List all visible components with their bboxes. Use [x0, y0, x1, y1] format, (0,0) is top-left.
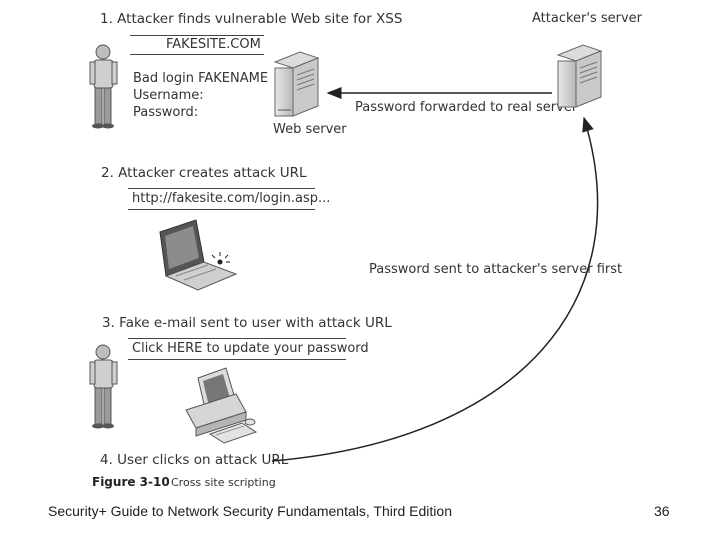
- login-line-3: Password:: [133, 105, 199, 120]
- web-server-label: Web server: [273, 122, 347, 137]
- web-server-icon: [273, 51, 320, 117]
- figure-number: Figure 3-10: [92, 475, 170, 489]
- figure-title: Cross site scripting: [171, 476, 276, 489]
- forwarded-label: Password forwarded to real server: [355, 100, 578, 115]
- user-person-icon: [89, 344, 118, 429]
- step-3-text: 3. Fake e-mail sent to user with attack …: [102, 315, 392, 331]
- sent-first-arrow: [271, 116, 599, 462]
- attackers-server-icon: [556, 44, 603, 108]
- fakesite-box: FAKESITE.COM: [130, 35, 264, 55]
- sent-first-label: Password sent to attacker's server first: [369, 262, 623, 277]
- step-1-text: 1. Attacker finds vulnerable Web site fo…: [100, 11, 403, 27]
- login-line-2: Username:: [133, 88, 204, 103]
- login-line-1: Bad login FAKENAME: [133, 71, 269, 86]
- footer-book-title: Security+ Guide to Network Security Fund…: [48, 503, 452, 519]
- step-4-text: 4. User clicks on attack URL: [100, 452, 289, 468]
- page-number: 36: [654, 503, 670, 519]
- attacker-person-icon: [89, 44, 118, 129]
- desktop-computer-icon: [185, 367, 258, 444]
- fakesite-text: FAKESITE.COM: [166, 37, 261, 52]
- email-box: Click HERE to update your password: [128, 338, 369, 360]
- step-2-text: 2. Attacker creates attack URL: [101, 165, 307, 181]
- attack-url-box: http://fakesite.com/login.asp...: [128, 188, 330, 210]
- attackers-server-label: Attacker's server: [532, 11, 643, 26]
- laptop-icon: [159, 219, 238, 291]
